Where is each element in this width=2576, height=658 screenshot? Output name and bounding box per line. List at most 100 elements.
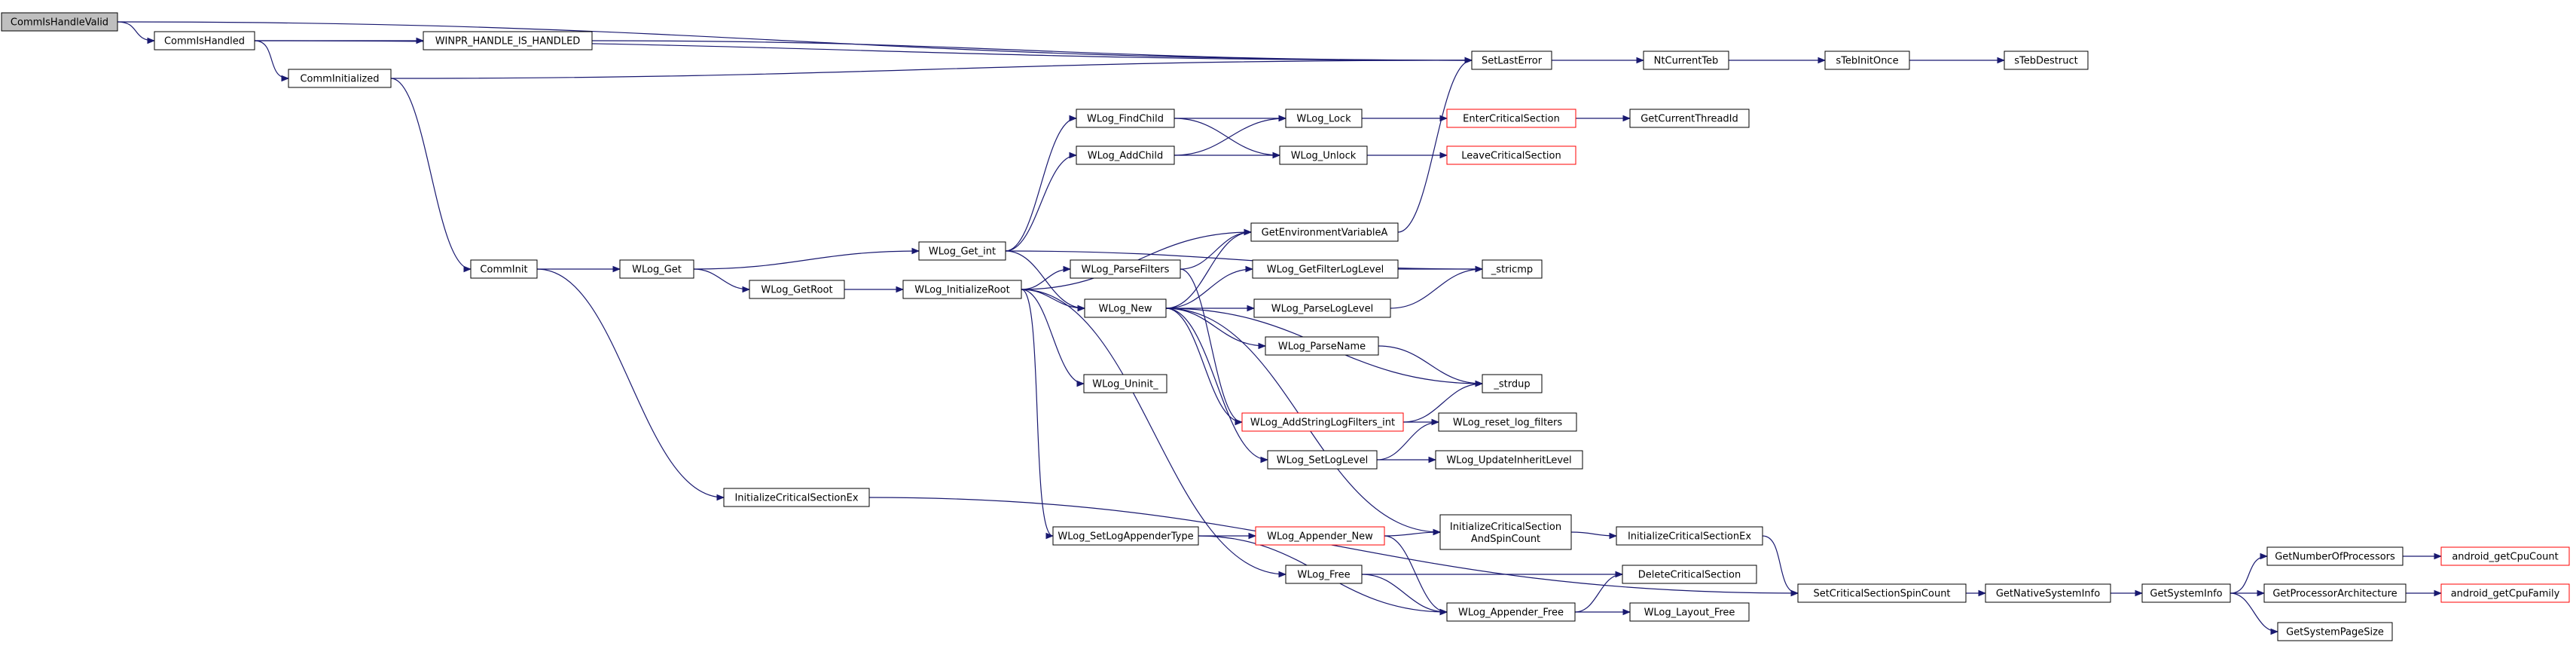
node-getnativesysteminfo[interactable]: GetNativeSystemInfo — [1985, 583, 2111, 603]
node-box — [1446, 145, 1576, 165]
node-comminit[interactable]: CommInit — [470, 259, 538, 279]
node--strdup[interactable]: _strdup — [1482, 374, 1543, 393]
node-wlog-getfilterloglevel[interactable]: WLog_GetFilterLogLevel — [1252, 259, 1399, 279]
node-stebinitonce[interactable]: sTebInitOnce — [1824, 50, 1910, 70]
edge-commishandled-to-comminitialized — [254, 40, 290, 82]
node-wlog-addchild[interactable]: WLog_AddChild — [1076, 145, 1175, 165]
node-getsysteminfo[interactable]: GetSystemInfo — [2141, 583, 2231, 603]
node-wlog-unlock[interactable]: WLog_Unlock — [1279, 145, 1368, 165]
node-box — [1616, 526, 1763, 546]
edge-wlog-initializeroot-to-wlog-setlogappendertype — [1021, 289, 1055, 540]
node-wlog-get-int[interactable]: WLog_Get_int — [918, 241, 1006, 261]
node-wlog-parsefilters[interactable]: WLog_ParseFilters — [1070, 259, 1181, 279]
node-wlog-findchild[interactable]: WLog_FindChild — [1076, 109, 1175, 128]
node-label: GetSystemInfo — [2150, 589, 2222, 600]
node-setlasterror[interactable]: SetLastError — [1471, 50, 1552, 70]
edge-wlog-get-int-to-wlog-findchild — [1005, 115, 1078, 252]
edge-comminitialized-to-setlasterror — [390, 57, 1473, 79]
node-wlog-setloglevel[interactable]: WLog_SetLogLevel — [1267, 450, 1378, 470]
edge-wlog-appender-free-to-deletecriticalsection — [1574, 571, 1624, 613]
node-label: WLog_Free — [1297, 570, 1350, 581]
edge-wlog-get-int-to-wlog-addchild — [1005, 151, 1078, 252]
node-box — [1446, 602, 1576, 622]
node-wlog-free[interactable]: WLog_Free — [1285, 565, 1363, 584]
node-box — [1471, 50, 1552, 70]
node-label: InitializeCriticalSectionEx — [734, 493, 858, 504]
node-label: WLog_AddStringLogFilters_int — [1250, 418, 1395, 429]
node-android-getcpucount[interactable]: android_getCpuCount — [2440, 546, 2570, 566]
node-getnumberofprocessors[interactable]: GetNumberOfProcessors — [2266, 546, 2404, 566]
node-label: SetCriticalSectionSpinCount — [1813, 589, 1950, 600]
node-box — [1824, 50, 1910, 70]
edge-wlog-addchild-to-wlog-lock — [1174, 115, 1287, 156]
node-box — [1052, 526, 1199, 546]
node-ntcurrentteb[interactable]: NtCurrentTeb — [1643, 50, 1729, 70]
node-box — [1250, 222, 1399, 242]
node-wlog-getroot[interactable]: WLog_GetRoot — [749, 280, 845, 299]
node-box — [1643, 50, 1729, 70]
node--stricmp[interactable]: _stricmp — [1482, 259, 1543, 279]
node-getcurrentthreadid[interactable]: GetCurrentThreadId — [1629, 109, 1750, 128]
node-box — [723, 488, 870, 507]
node-box — [470, 259, 538, 279]
node-label: WLog_GetRoot — [761, 285, 832, 296]
node-box — [1241, 412, 1404, 432]
node-label: WLog_ParseName — [1278, 341, 1366, 353]
node-wlog-addstringlogfilters-int[interactable]: WLog_AddStringLogFilters_int — [1241, 412, 1404, 432]
node-box — [1253, 298, 1391, 318]
edge-wlog-initializeroot-to-wlog-free — [1021, 289, 1287, 578]
edge-wlog-new-to-getenvironmentvariablea — [1165, 228, 1253, 309]
node-label: _strdup — [1493, 379, 1530, 390]
node-setcriticalsectionspincount[interactable]: SetCriticalSectionSpinCount — [1797, 583, 1967, 603]
node-label: WLog_GetFilterLogLevel — [1267, 265, 1384, 276]
node-wlog-get[interactable]: WLog_Get — [619, 259, 694, 279]
node-label: WLog_AddChild — [1088, 151, 1164, 162]
node-label: WLog_Lock — [1296, 114, 1351, 125]
node-commishandled[interactable]: CommIsHandled — [154, 31, 255, 50]
node-getprocessorarchitecture[interactable]: GetProcessorArchitecture — [2263, 583, 2407, 603]
edge-wlog-new-to-wlog-getfilterloglevel — [1165, 265, 1254, 309]
edge-wlog-initializeroot-to-wlog-parsefilters — [1021, 265, 1072, 290]
node-wlog-layout-free[interactable]: WLog_Layout_Free — [1629, 602, 1750, 622]
node-label: NtCurrentTeb — [1654, 56, 1719, 67]
node-wlog-reset-log-filters[interactable]: WLog_reset_log_filters — [1438, 412, 1577, 432]
node-wlog-parsename[interactable]: WLog_ParseName — [1265, 336, 1379, 356]
node-label: WLog_Layout_Free — [1644, 608, 1735, 619]
node-wlog-parseloglevel[interactable]: WLog_ParseLogLevel — [1253, 298, 1391, 318]
node-label: WLog_ParseFilters — [1082, 265, 1170, 276]
node-getenvironmentvariablea[interactable]: GetEnvironmentVariableA — [1250, 222, 1399, 242]
node-box — [1279, 145, 1368, 165]
node-winpr-handle-is-handled[interactable]: WINPR_HANDLE_IS_HANDLED — [423, 31, 593, 50]
node-wlog-setlogappendertype[interactable]: WLog_SetLogAppenderType — [1052, 526, 1199, 546]
node-label: WLog_reset_log_filters — [1453, 418, 1563, 429]
edge-wlog-free-to-wlog-appender-free — [1361, 574, 1448, 616]
node-label: WLog_UpdateInheritLevel — [1446, 455, 1571, 467]
node-leavecriticalsection[interactable]: LeaveCriticalSection — [1446, 145, 1576, 165]
node-label: LeaveCriticalSection — [1461, 151, 1561, 162]
node-box — [1084, 298, 1167, 318]
node-wlog-updateinheritlevel[interactable]: WLog_UpdateInheritLevel — [1435, 450, 1583, 470]
node-getsystempagesize[interactable]: GetSystemPageSize — [2277, 622, 2393, 641]
node-comminitialized[interactable]: CommInitialized — [288, 69, 392, 88]
node-box — [1076, 109, 1175, 128]
node-stebdestruct[interactable]: sTebDestruct — [2004, 50, 2089, 70]
node-label: android_getCpuFamily — [2451, 589, 2560, 600]
node-wlog-lock[interactable]: WLog_Lock — [1285, 109, 1363, 128]
node-box — [1482, 259, 1543, 279]
node-deletecriticalsection[interactable]: DeleteCriticalSection — [1622, 565, 1757, 584]
node-initializecriticalsectionex-right[interactable]: InitializeCriticalSectionEx — [1616, 526, 1763, 546]
node-label: GetEnvironmentVariableA — [1262, 228, 1388, 239]
nodes-layer: CommIsHandleValidCommIsHandledCommInitia… — [1, 12, 2570, 641]
edge-getsysteminfo-to-getnumberofprocessors — [2230, 552, 2269, 594]
node-label: WLog_Appender_New — [1267, 531, 1373, 543]
node-wlog-uninit-[interactable]: WLog_Uninit_ — [1083, 374, 1167, 393]
node-android-getcpufamily[interactable]: android_getCpuFamily — [2440, 583, 2570, 603]
node-wlog-new[interactable]: WLog_New — [1084, 298, 1167, 318]
node-wlog-appender-new[interactable]: WLog_Appender_New — [1255, 526, 1385, 546]
node-wlog-initializeroot[interactable]: WLog_InitializeRoot — [902, 280, 1022, 299]
node-initializecriticalsectionex-left[interactable]: InitializeCriticalSectionEx — [723, 488, 870, 507]
node-commishandlevalid[interactable]: CommIsHandleValid — [1, 12, 118, 32]
node-entercriticalsection[interactable]: EnterCriticalSection — [1446, 109, 1576, 128]
node-wlog-appender-free[interactable]: WLog_Appender_Free — [1446, 602, 1576, 622]
